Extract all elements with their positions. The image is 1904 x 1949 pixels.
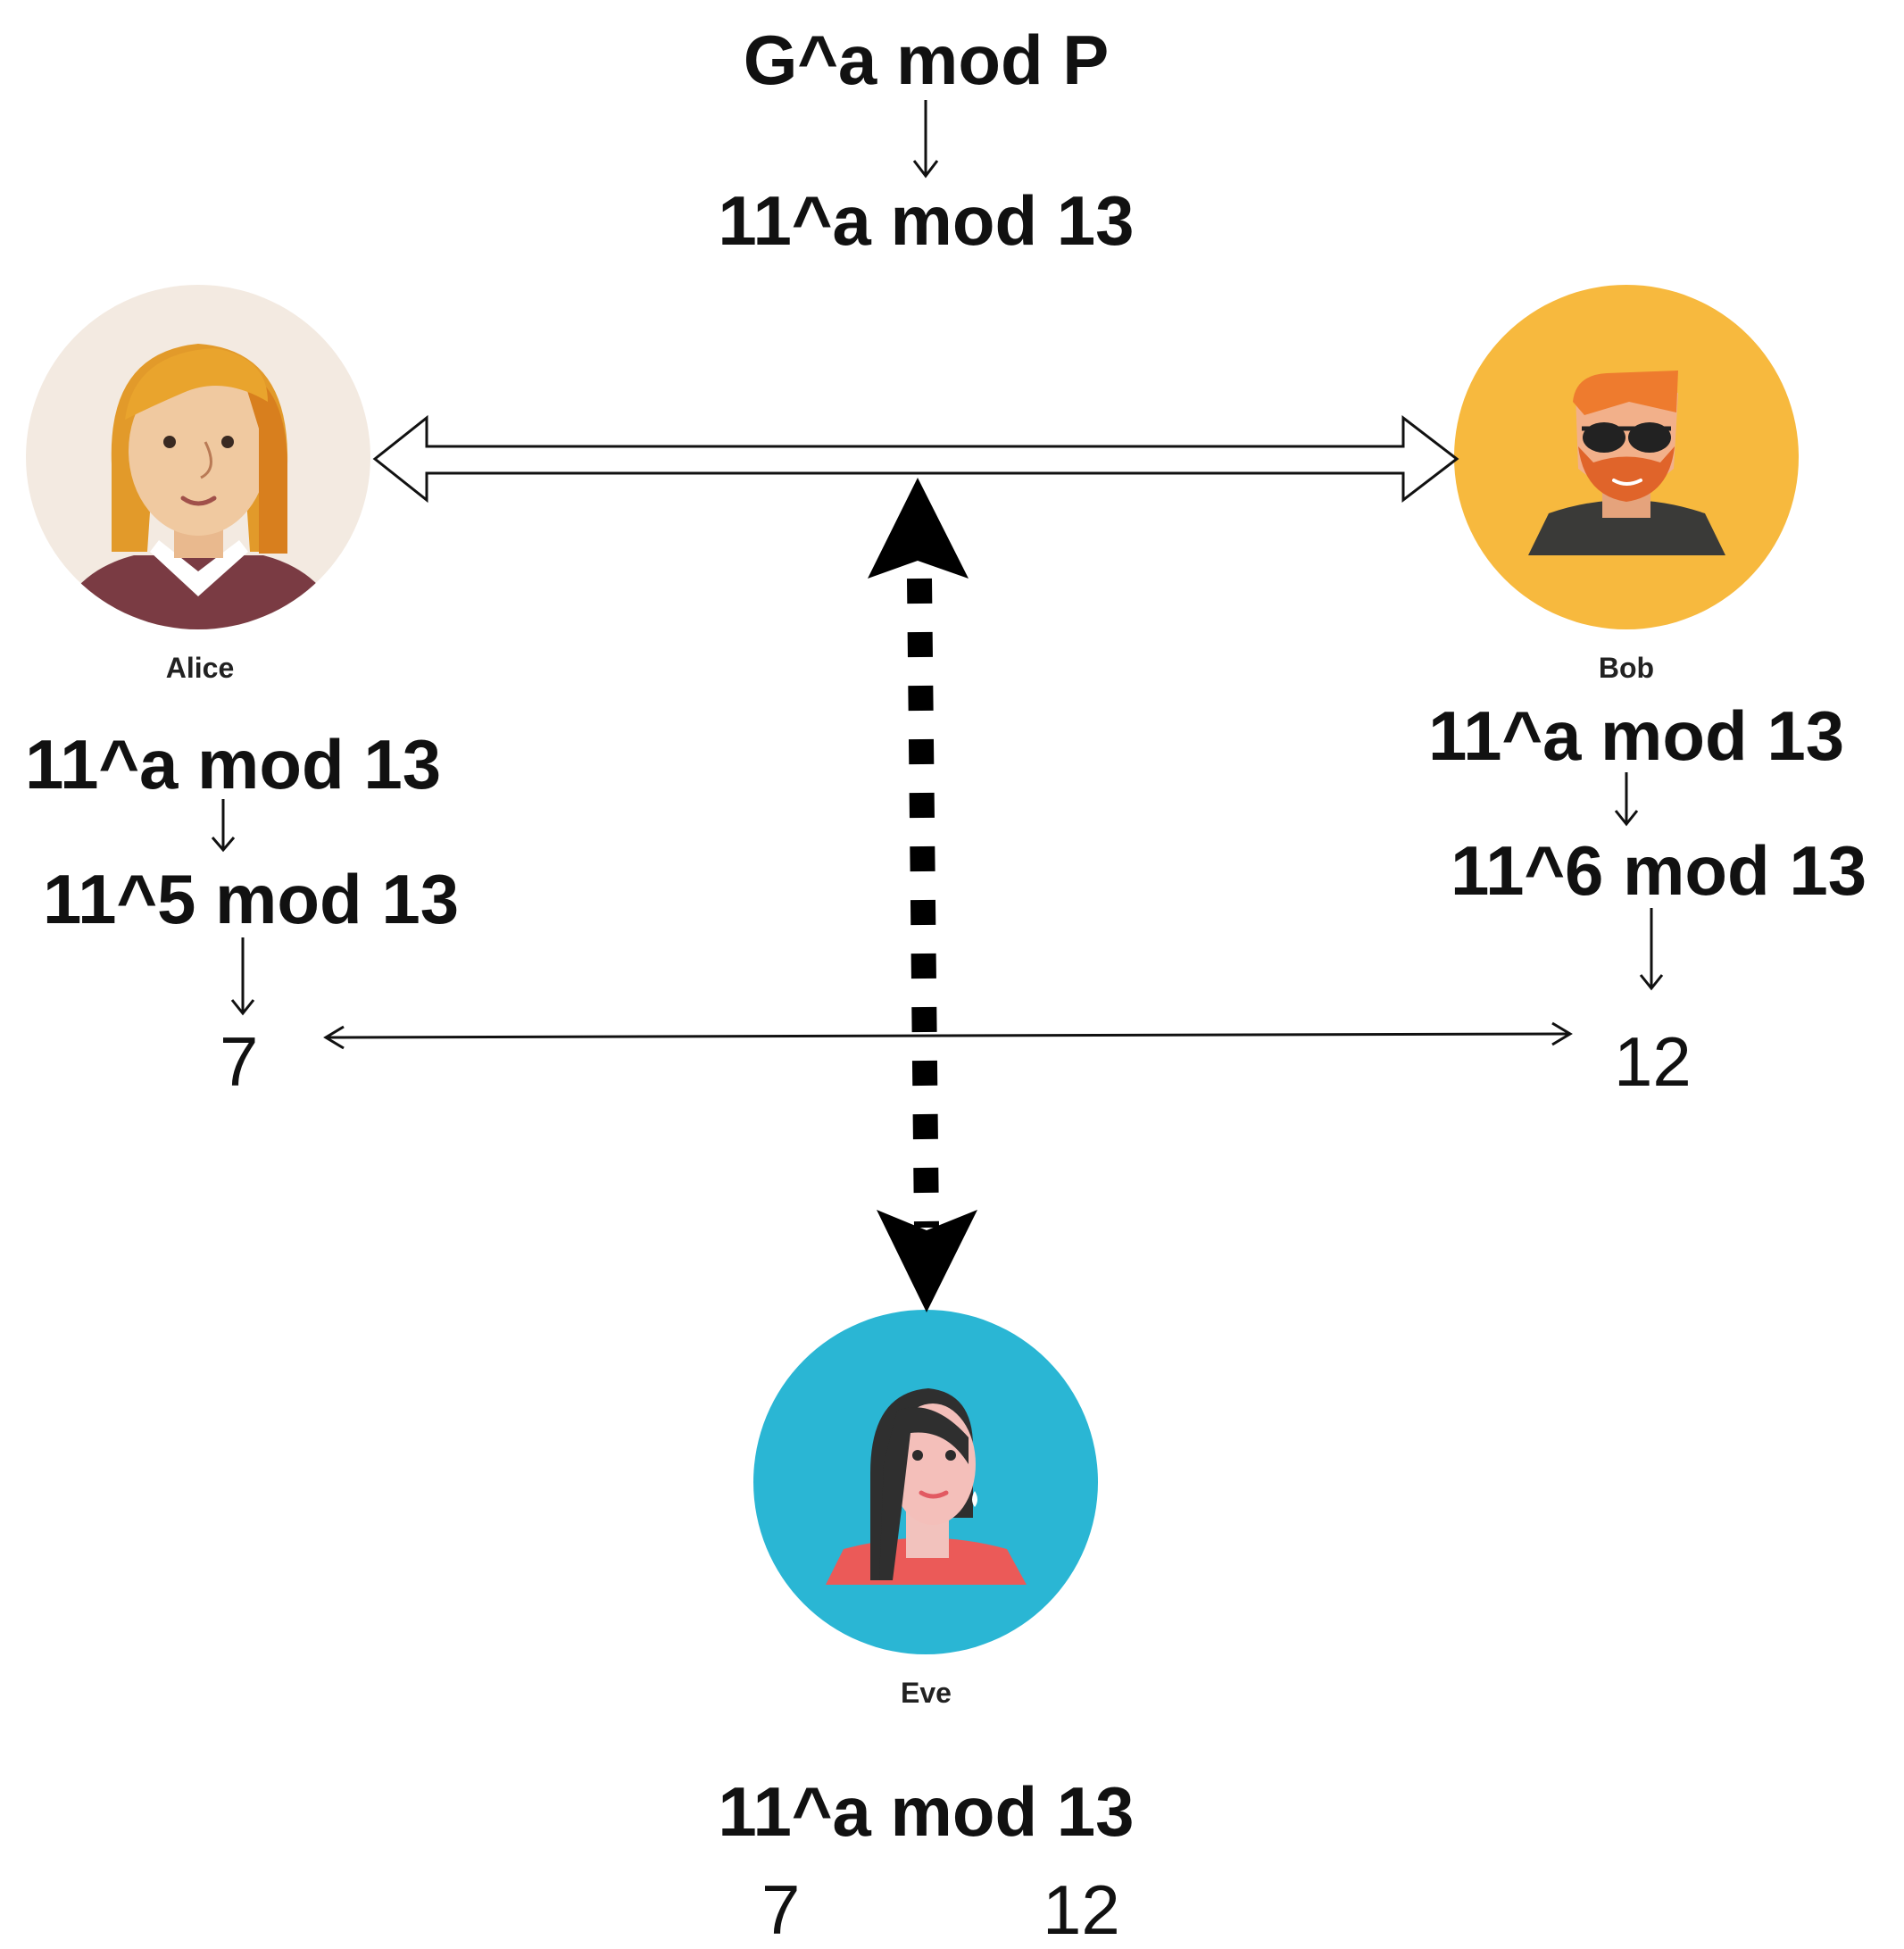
alice-avatar: [26, 285, 370, 629]
bob-arrow-1: [1614, 772, 1639, 827]
alice-name: Alice: [165, 652, 235, 684]
eve-eavesdrop-arrow: [868, 478, 977, 1312]
bob-name: Bob: [1598, 652, 1655, 684]
alice-bob-channel-arrow: [372, 414, 1459, 504]
bob-formula-exp: 11^6 mod 13: [1451, 831, 1867, 910]
bob-formula: 11^a mod 13: [1428, 696, 1845, 775]
bob-result: 12: [1614, 1022, 1692, 1101]
alice-arrow-2: [230, 937, 255, 1016]
eve-value-b: 12: [1043, 1870, 1120, 1949]
alice-formula-exp: 11^5 mod 13: [43, 860, 460, 938]
bob-arrow-2: [1639, 908, 1664, 991]
eve-avatar: [753, 1310, 1098, 1654]
alice-result: 7: [220, 1022, 259, 1101]
eve-formula: 11^a mod 13: [718, 1772, 1135, 1851]
bob-avatar: [1454, 285, 1799, 629]
title-arrow: [912, 100, 939, 179]
eve-value-a: 7: [761, 1870, 801, 1949]
title-specific: 11^a mod 13: [718, 181, 1135, 260]
exchange-arrow: [323, 1021, 1573, 1050]
alice-arrow-1: [211, 799, 236, 853]
alice-formula: 11^a mod 13: [25, 725, 442, 804]
title-generic: G^a mod P: [743, 21, 1110, 99]
eve-name: Eve: [901, 1677, 952, 1709]
